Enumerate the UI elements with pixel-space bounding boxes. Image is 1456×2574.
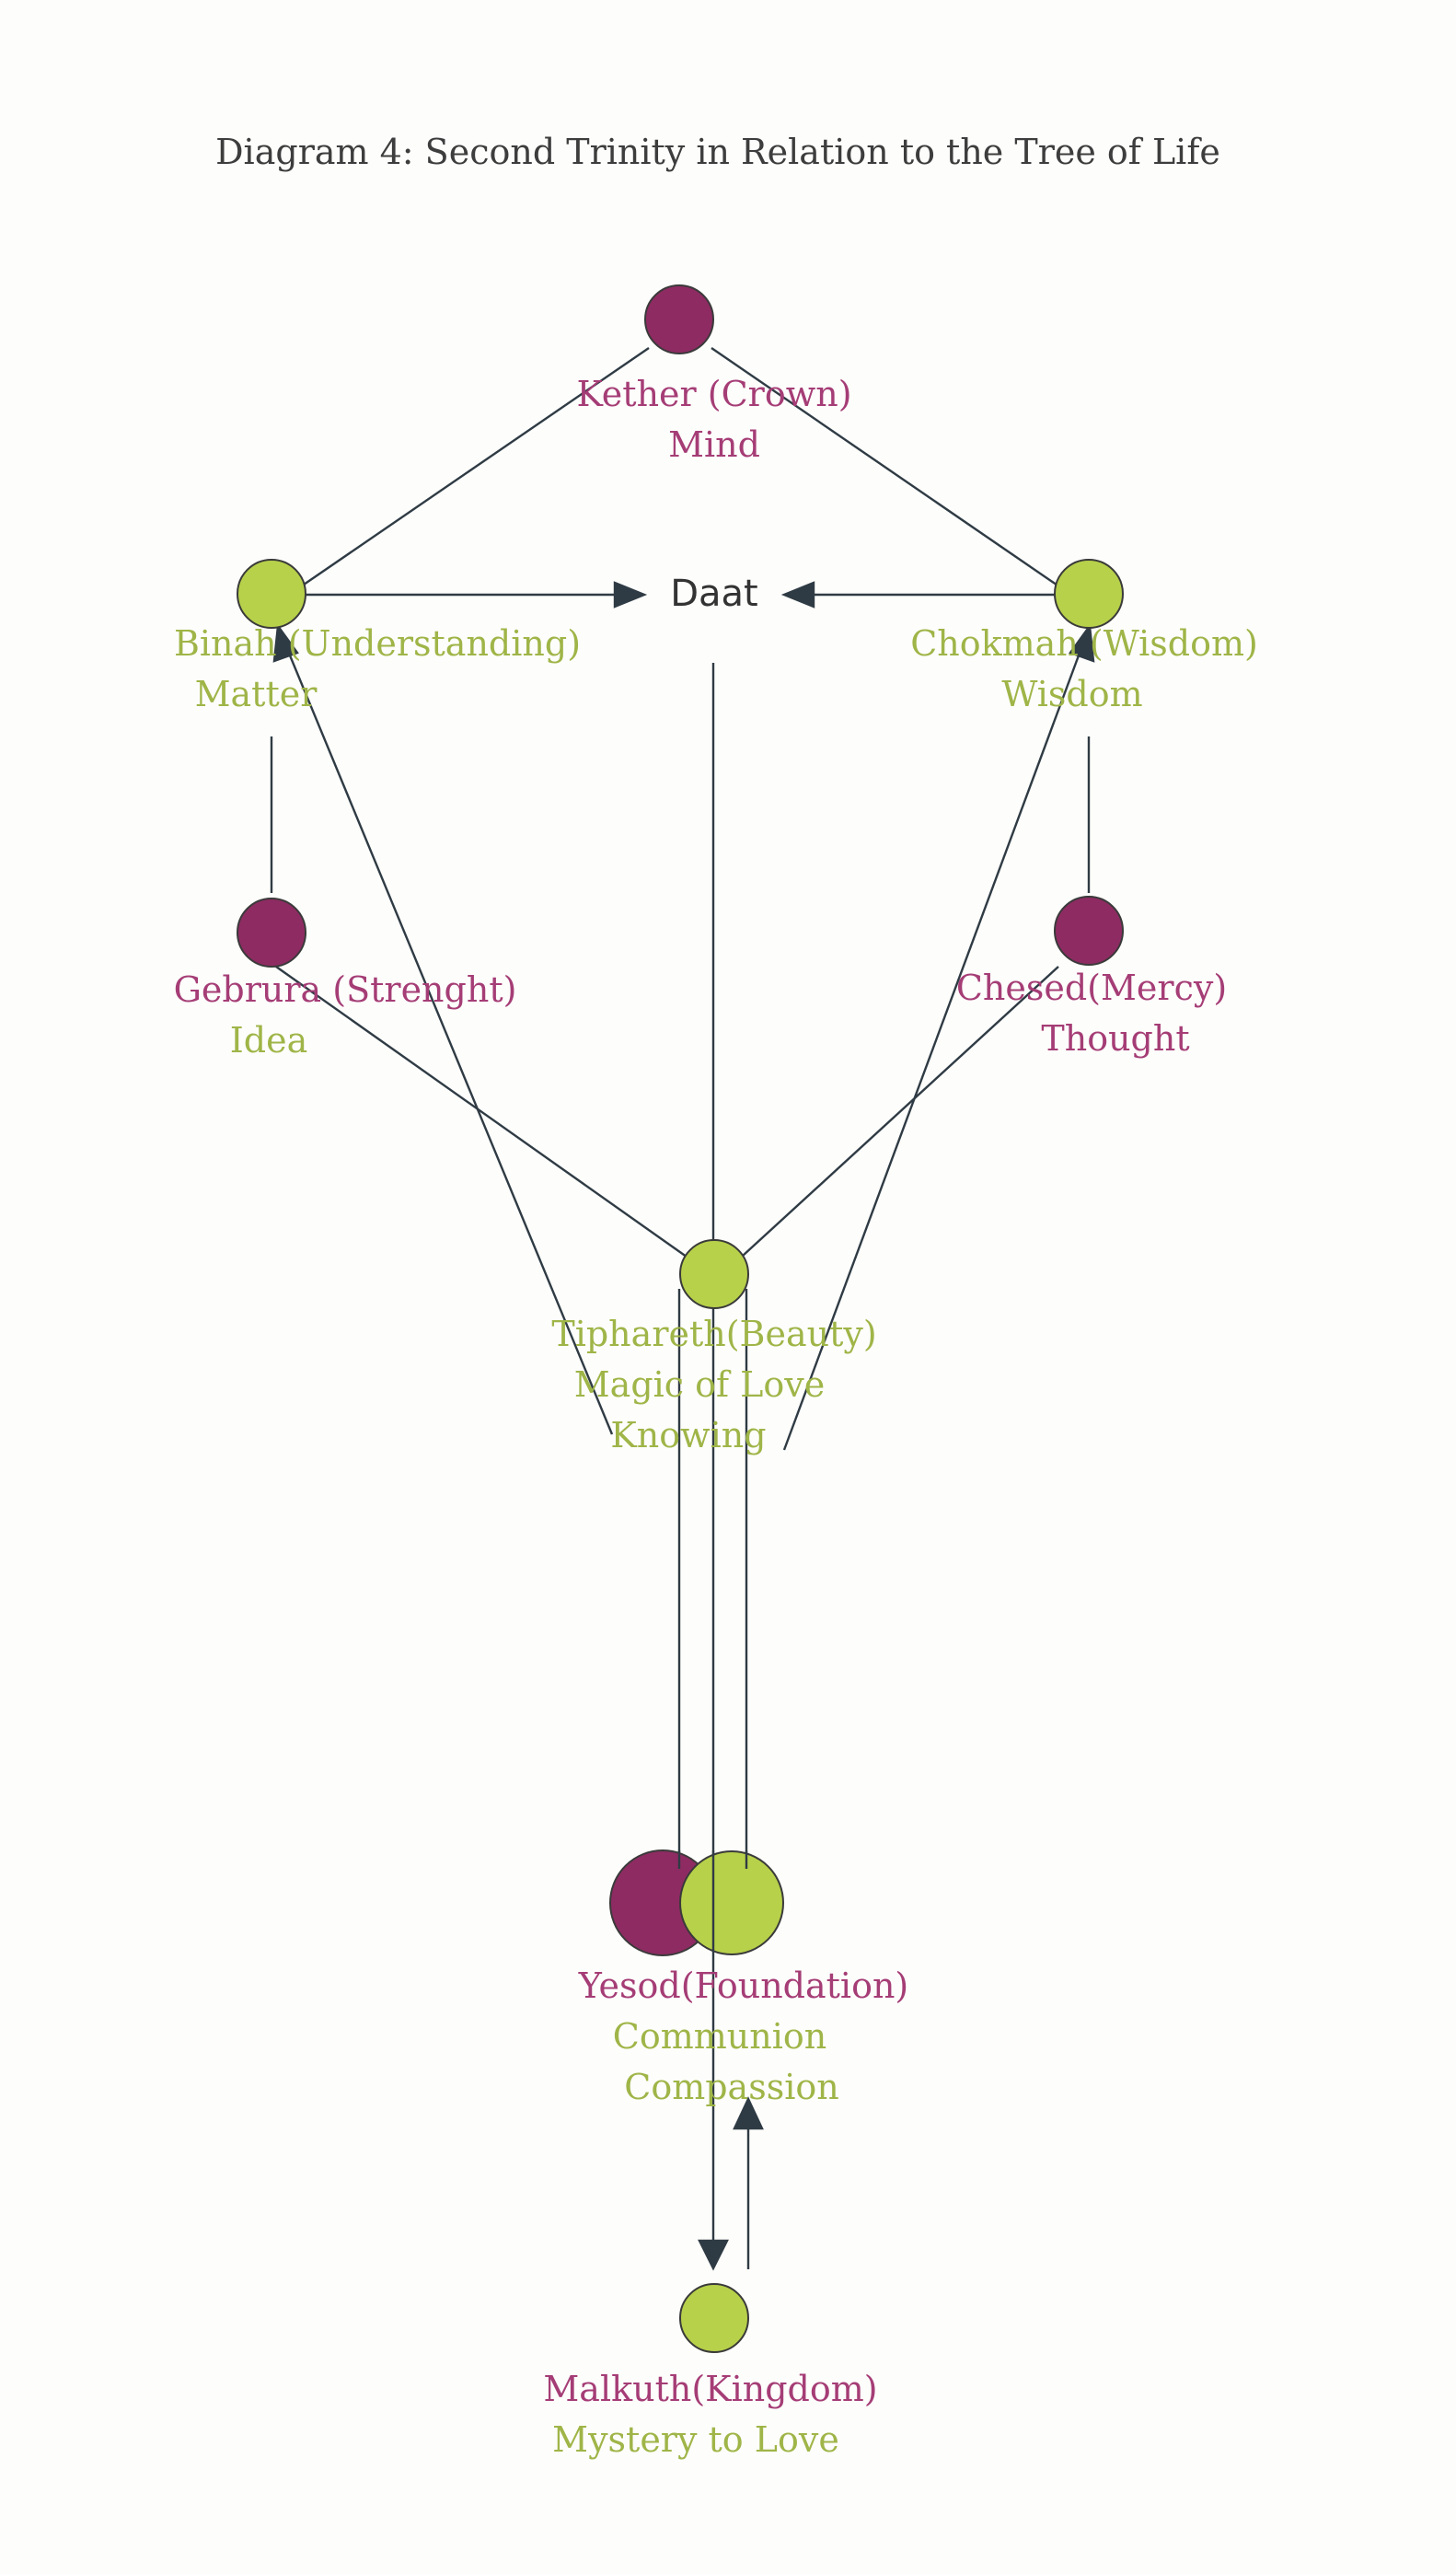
arrow-lines <box>272 581 1095 2271</box>
tiphareth-node <box>679 1239 749 1309</box>
tiphareth-label: Tiphareth(Beauty) <box>551 1314 876 1354</box>
yesod-sublabel-1: Communion <box>613 2016 826 2057</box>
overlay-lines <box>677 1850 748 1952</box>
binah-label: Binah (Understanding) <box>174 623 581 664</box>
kether-node <box>644 284 714 354</box>
line-chesed-tiphareth <box>731 966 1059 1267</box>
line-kether-chokmah <box>711 347 1067 592</box>
malkuth-label: Malkuth(Kingdom) <box>543 2369 877 2409</box>
chokmah-sublabel: Wisdom <box>1001 674 1142 714</box>
malkuth-sublabel: Mystery to Love <box>552 2419 839 2460</box>
arrowhead-knowing-binah <box>272 622 299 663</box>
gebrura-node <box>237 898 306 968</box>
binah-sublabel: Matter <box>195 674 318 714</box>
chesed-sublabel: Thought <box>1041 1018 1189 1059</box>
yesod-node-green <box>679 1850 784 1955</box>
arrowhead-down-malkuth <box>698 2239 729 2271</box>
arrowhead-chokmah-daat <box>780 581 815 609</box>
node-labels: Kether (Crown) Mind Daat Binah (Understa… <box>174 374 1258 2460</box>
line-kether-binah <box>303 347 650 586</box>
daat-label: Daat <box>670 573 758 615</box>
arrowhead-knowing-chokmah <box>1069 622 1095 663</box>
gebrura-sublabel: Idea <box>230 1020 307 1061</box>
kether-label: Kether (Crown) <box>576 374 851 414</box>
chokmah-label: Chokmah (Wisdom) <box>910 623 1258 664</box>
malkuth-node <box>679 2283 749 2353</box>
binah-node <box>237 559 306 629</box>
arrowhead-binah-daat <box>613 581 648 609</box>
chesed-node <box>1054 896 1124 966</box>
yesod-sublabel-2: Compassion <box>624 2067 838 2107</box>
diagram-title: Diagram 4: Second Trinity in Relation to… <box>215 132 1220 172</box>
line-gebrura-tiphareth <box>275 966 700 1267</box>
sephiroth-nodes <box>237 284 1124 2353</box>
arrow-knowing-binah <box>288 655 614 1435</box>
connection-lines <box>270 347 1091 2246</box>
arrow-knowing-chokmah <box>782 655 1080 1451</box>
chesed-label: Chesed(Mercy) <box>956 968 1227 1008</box>
tiphareth-sublabel-2: Knowing <box>610 1415 766 1455</box>
tiphareth-sublabel-1: Magic of Love <box>574 1364 826 1405</box>
kether-sublabel: Mind <box>668 424 760 465</box>
gebrura-label: Gebrura (Strenght) <box>174 969 517 1010</box>
arrowhead-up-yesod <box>733 2096 764 2130</box>
chokmah-node <box>1054 559 1124 629</box>
yesod-label: Yesod(Foundation) <box>578 1965 909 2006</box>
